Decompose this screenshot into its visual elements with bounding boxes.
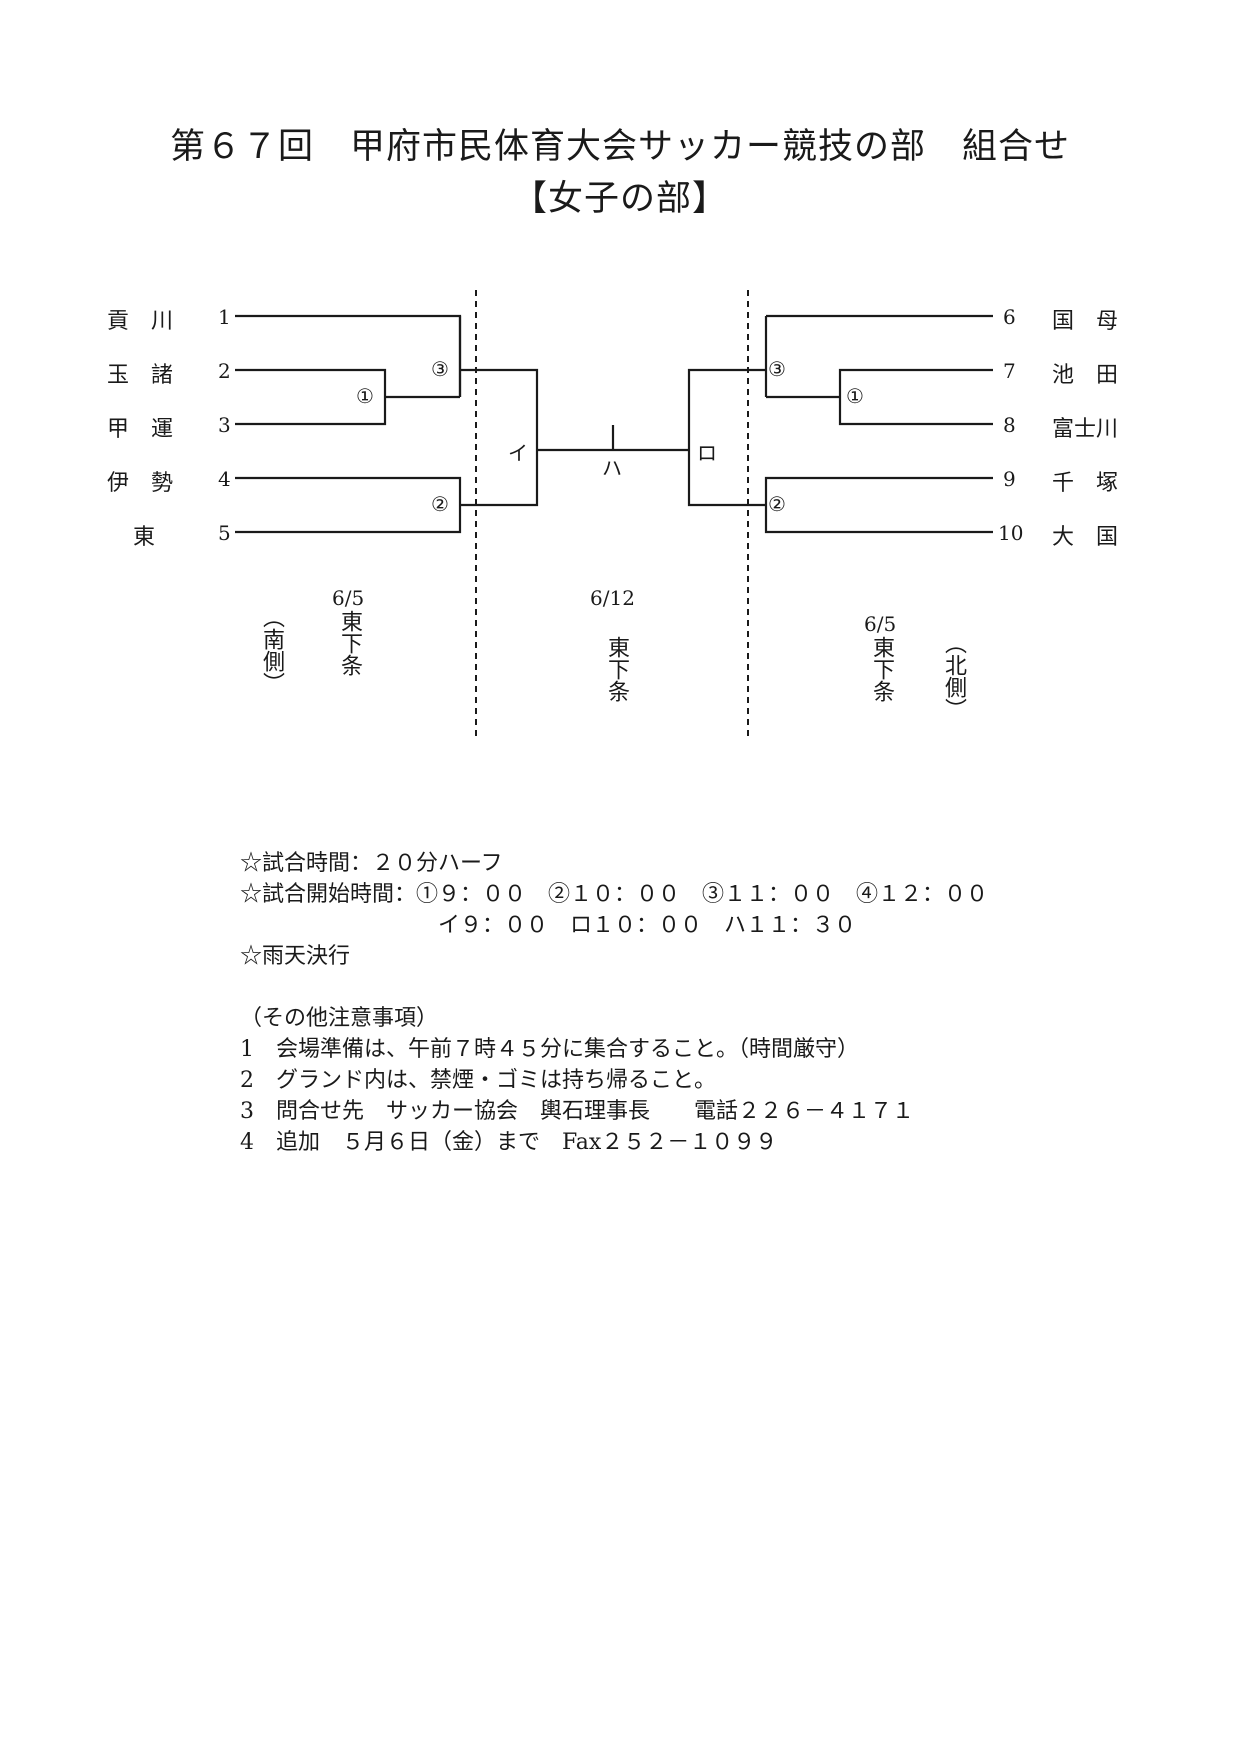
seed-left-1: 1 (218, 305, 231, 329)
match-label-left-3: ③ (431, 357, 449, 381)
note-match-time: ☆試合時間：２０分ハーフ (240, 851, 503, 876)
seed-left-2: 2 (218, 359, 231, 383)
bracket-line-semi-left (460, 368, 539, 507)
team-name-left-3: 甲 運 (107, 417, 174, 442)
other-note-item: 2 グランド内は、禁煙・ゴミは持ち帰ること。 (240, 1068, 716, 1093)
venue-right-side: （北側） (941, 632, 966, 720)
seed-left-3: 3 (218, 413, 231, 437)
bracket-line-right-m2 (764, 476, 993, 534)
team-name-right-6: 国 母 (1052, 309, 1119, 334)
match-label-right-1: ① (846, 384, 864, 408)
match-label-left-1: ① (356, 384, 374, 408)
seed-left-5: 5 (218, 521, 231, 545)
other-note-item: 4 追加 ５月６日（金）まで Fax２５２－１０９９ (240, 1130, 778, 1155)
seed-right-7: 7 (1003, 359, 1016, 383)
match-label-semi-right: ロ (697, 441, 717, 465)
seed-right-6: 6 (1003, 305, 1016, 329)
team-name-left-2: 玉 諸 (107, 363, 174, 388)
note-rain: ☆雨天決行 (240, 944, 351, 969)
team-name-right-10: 大 国 (1052, 525, 1119, 550)
team-name-right-7: 池 田 (1052, 363, 1119, 388)
venue-center-place: 東下条 (604, 636, 629, 702)
match-label-left-2: ② (431, 492, 449, 516)
note-start-times-semis: イ９：００ ロ１０：００ ハ１１：３０ (438, 913, 857, 938)
bracket-lines (235, 290, 993, 740)
team-name-left-4: 伊 勢 (107, 471, 174, 496)
team-name-right-9: 千 塚 (1052, 471, 1119, 496)
venue-right-date: 6/5 (864, 612, 897, 636)
bracket-line-left-1 (235, 314, 462, 369)
team-name-right-8: 富士川 (1052, 417, 1119, 442)
match-label-right-2: ② (768, 492, 786, 516)
other-notes-heading: （その他注意事項） (240, 1006, 439, 1031)
seed-right-8: 8 (1003, 413, 1016, 437)
bracket-line-left-m2 (235, 476, 462, 534)
team-name-left-5: 東 (133, 525, 156, 550)
match-label-final: ハ (602, 456, 622, 480)
seed-right-10: 10 (998, 521, 1024, 545)
match-label-semi-left: イ (508, 441, 528, 465)
seed-left-4: 4 (218, 467, 231, 491)
team-name-left-1: 貢 川 (107, 309, 174, 334)
venue-left-side: （南側） (259, 606, 284, 694)
other-note-item: 1 会場準備は、午前７時４５分に集合すること。（時間厳守） (240, 1037, 859, 1062)
page-subtitle: 【女子の部】 (511, 179, 728, 219)
venue-left-place: 東下条 (337, 610, 362, 676)
page-title: 第６７回 甲府市民体育大会サッカー競技の部 組合せ (169, 127, 1070, 167)
seed-right-9: 9 (1003, 467, 1016, 491)
bracket-line-semi-right (687, 368, 766, 507)
venue-center-date: 6/12 (590, 586, 635, 610)
match-label-right-3: ③ (768, 357, 786, 381)
other-note-item: 3 問合せ先 サッカー協会 輿石理事長 電話２２６－４１７１ (240, 1099, 914, 1124)
note-start-times: ☆試合開始時間：①９：００ ②１０：００ ③１１：００ ④１２：００ (240, 882, 989, 907)
venue-right-place: 東下条 (869, 636, 894, 702)
notes-section: ☆試合時間：２０分ハーフ ☆試合開始時間：①９：００ ②１０：００ ③１１：００… (240, 848, 988, 1158)
venue-left-date: 6/5 (332, 586, 365, 610)
